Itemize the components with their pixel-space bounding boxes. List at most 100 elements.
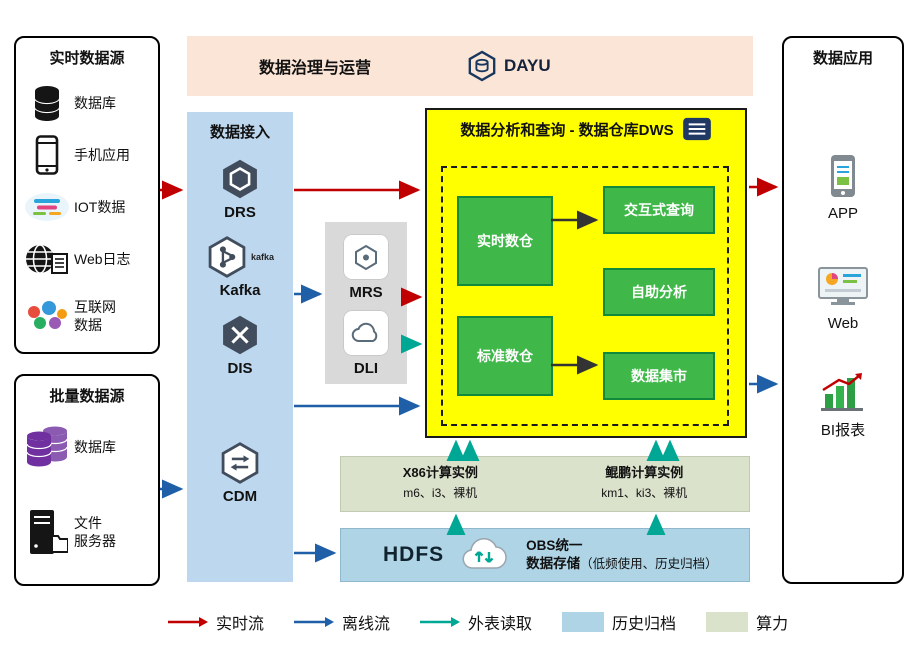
module-standard-warehouse: 标准数仓 bbox=[457, 316, 553, 396]
legend-item-compute-power: 算力 bbox=[706, 610, 788, 634]
warehouse-title-row: 数据分析和查询 - 数据仓库DWS bbox=[427, 117, 745, 141]
weblog-globe-icon bbox=[20, 242, 74, 276]
legend: 实时流 离线流 外表读取 历史归档 算力 bbox=[168, 610, 788, 634]
service-label: DIS bbox=[227, 360, 253, 377]
obs-line2: 数据存储 bbox=[526, 556, 581, 571]
obs-text-block: OBS统一 数据存储（低频使用、历史归档） bbox=[526, 537, 718, 572]
kafka-wordmark: kafka bbox=[250, 252, 275, 262]
mrs-tile bbox=[343, 234, 389, 280]
source-label: 数据库 bbox=[74, 94, 116, 111]
source-item-fileserver: 文件 服务器 bbox=[20, 494, 156, 570]
internet-data-icon bbox=[20, 299, 74, 333]
source-label: IOT数据 bbox=[74, 198, 126, 215]
service-drs: DRS bbox=[187, 158, 293, 221]
data-apps-title: 数据应用 bbox=[812, 50, 873, 67]
warehouse-box: 数据分析和查询 - 数据仓库DWS 实时数仓 标准数仓 交互式查询 自助分析 数… bbox=[425, 108, 747, 438]
mrs-icon bbox=[355, 244, 377, 270]
legend-item-history-archive: 历史归档 bbox=[562, 610, 676, 634]
app-item-bi: BI报表 bbox=[784, 370, 902, 440]
legend-label: 算力 bbox=[756, 616, 789, 633]
legend-label: 离线流 bbox=[342, 616, 391, 633]
app-label: APP bbox=[827, 205, 858, 222]
source-item-database: 数据库 bbox=[20, 78, 156, 128]
kunpeng-detail: km1、ki3、裸机 bbox=[601, 485, 688, 500]
legend-item-offline-flow: 离线流 bbox=[294, 610, 390, 634]
mobile-icon bbox=[20, 135, 74, 175]
blue-arrow-icon bbox=[294, 617, 335, 627]
service-label: CDM bbox=[222, 488, 258, 505]
service-dli: DLI bbox=[325, 310, 407, 377]
ingestion-title: 数据接入 bbox=[209, 124, 270, 141]
data-ingestion-column: 数据接入 DRS bbox=[187, 112, 293, 582]
legend-label: 外表读取 bbox=[468, 616, 533, 633]
legend-label: 历史归档 bbox=[612, 616, 677, 633]
service-cdm: CDM bbox=[187, 442, 293, 505]
obs-line1: OBS统一 bbox=[526, 538, 583, 554]
batch-sources-title: 批量数据源 bbox=[49, 388, 125, 405]
bi-report-icon bbox=[821, 373, 863, 411]
source-label: 数据库 bbox=[74, 438, 116, 455]
source-item-batch-database: 数据库 bbox=[20, 416, 156, 478]
legend-item-external-read: 外表读取 bbox=[420, 610, 532, 634]
source-item-weblog: Web日志 bbox=[20, 234, 156, 284]
app-item-web: Web bbox=[784, 266, 902, 332]
realtime-sources-panel: 实时数据源 数据库 bbox=[14, 36, 160, 354]
module-label: 数据集市 bbox=[631, 368, 687, 384]
dli-tile bbox=[343, 310, 389, 356]
source-label: 手机应用 bbox=[74, 146, 130, 163]
warehouse-title: 数据分析和查询 - 数据仓库DWS bbox=[460, 121, 674, 139]
obs-cloud-icon bbox=[462, 538, 507, 569]
module-self-service-analysis: 自助分析 bbox=[603, 268, 715, 316]
batch-sources-panel: 批量数据源 bbox=[14, 374, 160, 586]
service-label: DLI bbox=[353, 360, 379, 377]
legend-item-realtime-flow: 实时流 bbox=[168, 610, 264, 634]
dayu-label: DAYU bbox=[504, 56, 551, 75]
x86-detail: m6、i3、裸机 bbox=[403, 485, 478, 500]
app-item-app: APP bbox=[784, 154, 902, 222]
module-realtime-warehouse: 实时数仓 bbox=[457, 196, 553, 286]
source-label: 文件 服务器 bbox=[74, 514, 116, 549]
history-archive-swatch bbox=[562, 612, 605, 632]
compute-power-swatch bbox=[706, 612, 749, 632]
service-label: MRS bbox=[349, 284, 383, 301]
dayu-logo: DAYU bbox=[467, 50, 551, 82]
module-label: 自助分析 bbox=[631, 284, 687, 300]
dws-document-icon bbox=[682, 117, 711, 141]
file-server-icon bbox=[20, 508, 74, 556]
service-dis: DIS bbox=[187, 314, 293, 377]
realtime-sources-title: 实时数据源 bbox=[49, 50, 125, 67]
service-label: DRS bbox=[224, 204, 256, 221]
module-label: 交互式查询 bbox=[624, 202, 694, 218]
source-item-internet: 互联网 数据 bbox=[20, 286, 156, 346]
governance-title: 数据治理与运营 bbox=[259, 60, 372, 77]
app-phone-icon bbox=[831, 155, 855, 197]
kafka-icon bbox=[208, 236, 246, 278]
red-arrow-icon bbox=[168, 617, 208, 627]
processing-box: MRS DLI bbox=[325, 222, 407, 384]
module-label: 标准数仓 bbox=[477, 348, 533, 364]
dli-cloud-icon bbox=[351, 322, 378, 342]
service-label: Kafka bbox=[219, 282, 261, 299]
app-label: BI报表 bbox=[820, 422, 866, 439]
source-item-iot: IOT数据 bbox=[20, 182, 156, 232]
drs-icon bbox=[223, 159, 257, 199]
data-apps-panel: 数据应用 APP Web bbox=[782, 36, 904, 584]
hdfs-label: HDFS bbox=[383, 543, 445, 566]
app-label: Web bbox=[827, 315, 859, 332]
module-data-mart: 数据集市 bbox=[603, 352, 715, 400]
source-label: Web日志 bbox=[74, 250, 131, 267]
database-purple-icon bbox=[20, 422, 74, 472]
cdm-icon bbox=[221, 442, 259, 484]
web-monitor-icon bbox=[818, 267, 868, 305]
database-icon bbox=[20, 84, 74, 122]
source-item-mobile: 手机应用 bbox=[20, 130, 156, 180]
obs-note: （低频使用、历史归档） bbox=[580, 557, 718, 571]
source-label: 互联网 数据 bbox=[74, 298, 116, 333]
warehouse-dashed-border bbox=[441, 166, 729, 426]
module-label: 实时数仓 bbox=[477, 233, 533, 249]
service-mrs: MRS bbox=[325, 234, 407, 301]
kunpeng-title: 鲲鹏计算实例 bbox=[605, 465, 684, 481]
x86-compute-group: X86计算实例 m6、i3、裸机 bbox=[403, 464, 478, 503]
storage-bar: HDFS OBS统一 数据存储（低频使用、历史归档） bbox=[340, 528, 750, 582]
